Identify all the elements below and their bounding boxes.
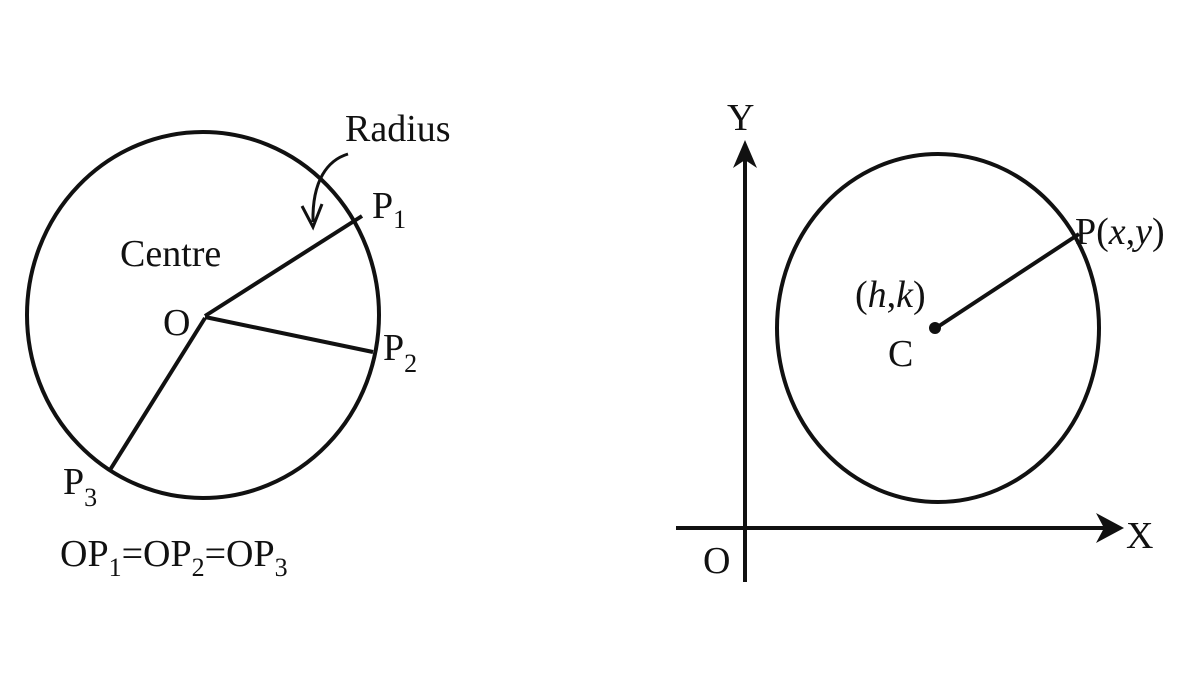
radius-equation: OP1=OP2=OP3 <box>60 533 288 582</box>
centre-dot <box>929 322 941 334</box>
x-axis-label: X <box>1126 515 1153 557</box>
right-figure: Y X O C (h,k) P(x,y) <box>676 97 1165 582</box>
radius-pointer-arrow-icon <box>311 152 349 223</box>
x-axis-arrow-icon <box>1096 513 1124 543</box>
left-circle <box>25 130 381 500</box>
centre-label: Centre <box>120 233 221 275</box>
centre-c-label: C <box>888 333 913 375</box>
y-axis-arrow-icon <box>733 140 757 168</box>
radius-label: Radius <box>345 108 451 150</box>
radius-op2 <box>204 315 374 354</box>
radius-cp <box>934 232 1081 330</box>
point-p3: P3 <box>63 461 97 512</box>
centre-coordinates: (h,k) <box>855 274 926 316</box>
origin-label: O <box>703 540 730 582</box>
point-p-coordinates: P(x,y) <box>1075 211 1165 253</box>
y-axis-label: Y <box>727 97 754 139</box>
radius-op1 <box>203 214 364 318</box>
right-circle <box>775 152 1101 504</box>
radius-op3 <box>108 316 207 472</box>
point-p1: P1 <box>372 185 406 234</box>
left-figure: Radius Centre O P1 P2 P3 OP1=OP2=OP3 <box>25 108 451 582</box>
radius-pointer-arrowhead-icon <box>300 203 324 231</box>
centre-point-o: O <box>163 302 190 344</box>
point-p2: P2 <box>383 327 417 378</box>
